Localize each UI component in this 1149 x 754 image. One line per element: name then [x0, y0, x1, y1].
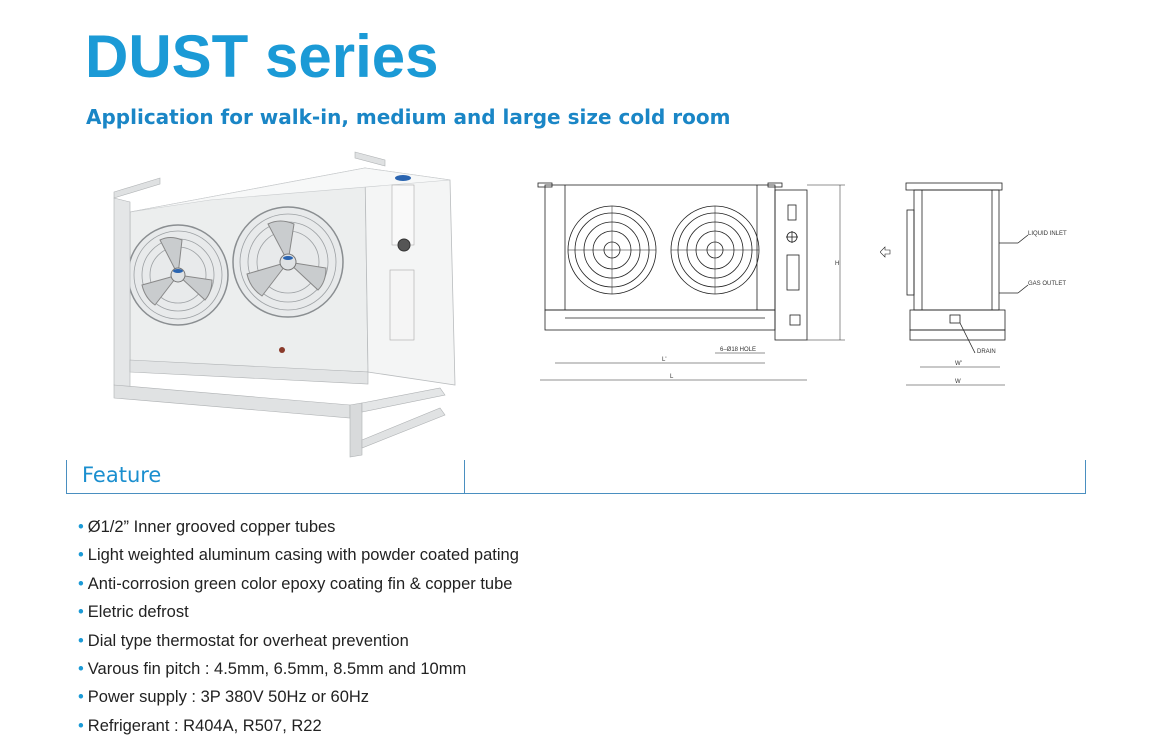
- feature-text: Light weighted aluminum casing with powd…: [87, 546, 519, 565]
- gas-outlet-label: GAS OUTLET: [1028, 281, 1066, 287]
- w-prime-label: W': [955, 361, 962, 367]
- drain-label: DRAIN: [977, 349, 996, 355]
- feature-text: Power supply : 3P 380V 50Hz or 60Hz: [87, 688, 370, 707]
- hole-label: 6–Ø18 HOLE: [720, 347, 756, 353]
- feature-text: Varous fin pitch : 4.5mm, 6.5mm, 8.5mm a…: [87, 659, 467, 678]
- feature-list: •Ø1/2” Inner grooved copper tubes •Light…: [78, 516, 519, 743]
- bullet-icon: •: [78, 518, 84, 536]
- feature-item: •Eletric defrost: [78, 601, 519, 629]
- page-title: DUST series: [85, 23, 439, 90]
- feature-item: •Anti-corrosion green color epoxy coatin…: [78, 573, 519, 601]
- feature-item: •Refrigerant : R404A, R507, R22: [78, 715, 519, 743]
- feature-bar-mid-rule: [464, 460, 465, 493]
- side-view-drawing: LIQUID INLET GAS OUTLET DRAIN W' W: [880, 182, 1067, 386]
- l-label: L: [670, 374, 674, 380]
- page-subtitle: Application for walk-in, medium and larg…: [86, 105, 731, 129]
- bullet-icon: •: [78, 631, 84, 650]
- w-label: W: [955, 379, 961, 385]
- bullet-icon: •: [78, 603, 84, 622]
- front-view-drawing: 6–Ø18 HOLE L' L H: [537, 182, 845, 381]
- feature-text: Eletric defrost: [87, 603, 189, 622]
- feature-text: Anti-corrosion green color epoxy coating…: [87, 574, 513, 593]
- h-label: H: [835, 261, 839, 267]
- bullet-icon: •: [78, 688, 84, 707]
- feature-text: Refrigerant : R404A, R507, R22: [87, 716, 322, 735]
- l-prime-label: L': [662, 357, 666, 363]
- feature-item: •Power supply : 3P 380V 50Hz or 60Hz: [78, 686, 519, 714]
- feature-item: •Dial type thermostat for overheat preve…: [78, 630, 519, 658]
- bullet-icon: •: [78, 546, 84, 565]
- feature-header-bar: Feature: [66, 460, 1086, 494]
- product-photo: [113, 151, 456, 458]
- feature-item: •Varous fin pitch : 4.5mm, 6.5mm, 8.5mm …: [78, 658, 519, 686]
- feature-text: Ø1/2” Inner grooved copper tubes: [87, 518, 336, 536]
- bullet-icon: •: [78, 716, 84, 735]
- feature-bar-left-rule: [66, 460, 67, 493]
- bullet-icon: •: [78, 659, 84, 678]
- feature-text: Dial type thermostat for overheat preven…: [87, 631, 409, 650]
- liquid-inlet-label: LIQUID INLET: [1028, 231, 1067, 237]
- feature-heading: Feature: [82, 463, 162, 487]
- feature-item: •Light weighted aluminum casing with pow…: [78, 544, 519, 572]
- feature-item: •Ø1/2” Inner grooved copper tubes: [78, 516, 519, 544]
- feature-bar-right-rule: [1085, 460, 1086, 493]
- bullet-icon: •: [78, 574, 84, 593]
